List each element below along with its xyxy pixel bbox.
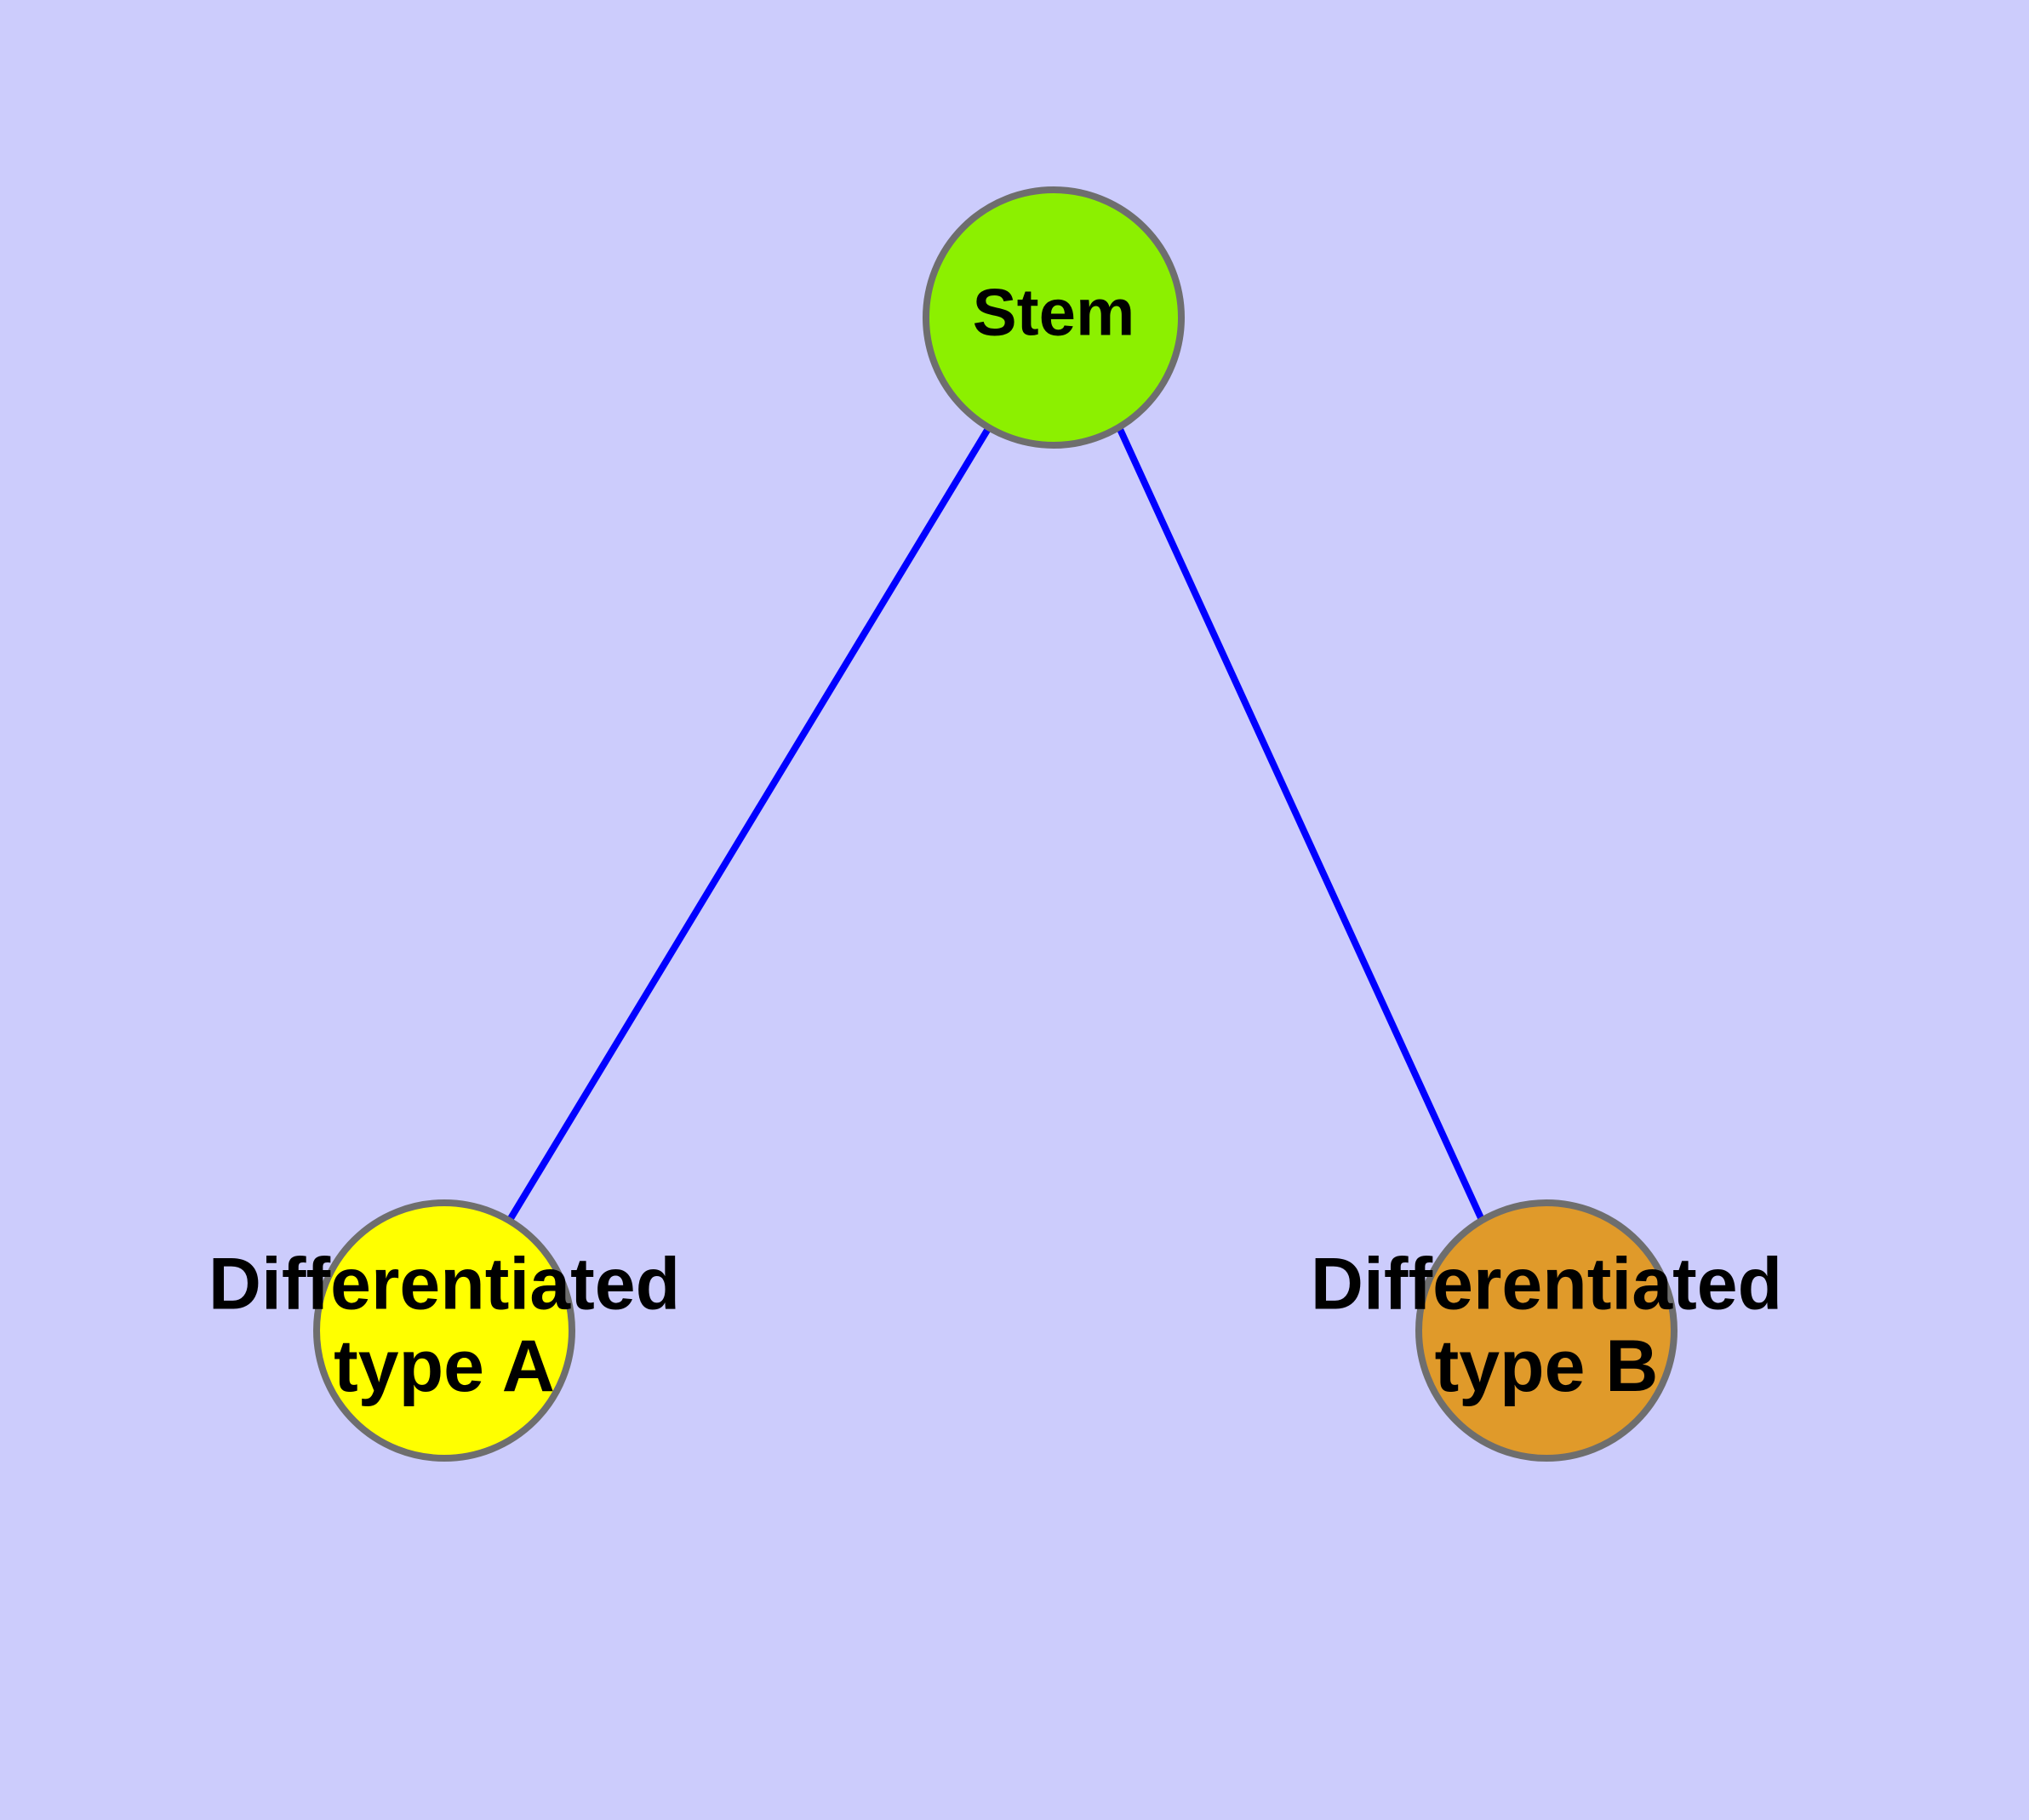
nodes-layer: [313, 186, 1677, 1462]
node-label-stem: Stem: [973, 275, 1135, 350]
node-label-line-2-diff-b: type B: [1435, 1325, 1659, 1407]
node-circle-stem[interactable]: [923, 186, 1185, 449]
edge-stem-diff-a: [506, 425, 992, 1222]
node-label-line-1-diff-a: Differentiated: [209, 1244, 680, 1325]
edges-layer: [506, 425, 1485, 1222]
node-circle-diff-a[interactable]: [313, 1199, 575, 1462]
node-label-line-2-diff-a: type A: [334, 1325, 555, 1407]
node-label-line-1-stem: Stem: [973, 275, 1135, 350]
node-label-line-1-diff-b: Differentiated: [1311, 1244, 1782, 1325]
node-circle-diff-b[interactable]: [1415, 1199, 1677, 1462]
edge-stem-diff-b: [1116, 426, 1485, 1222]
